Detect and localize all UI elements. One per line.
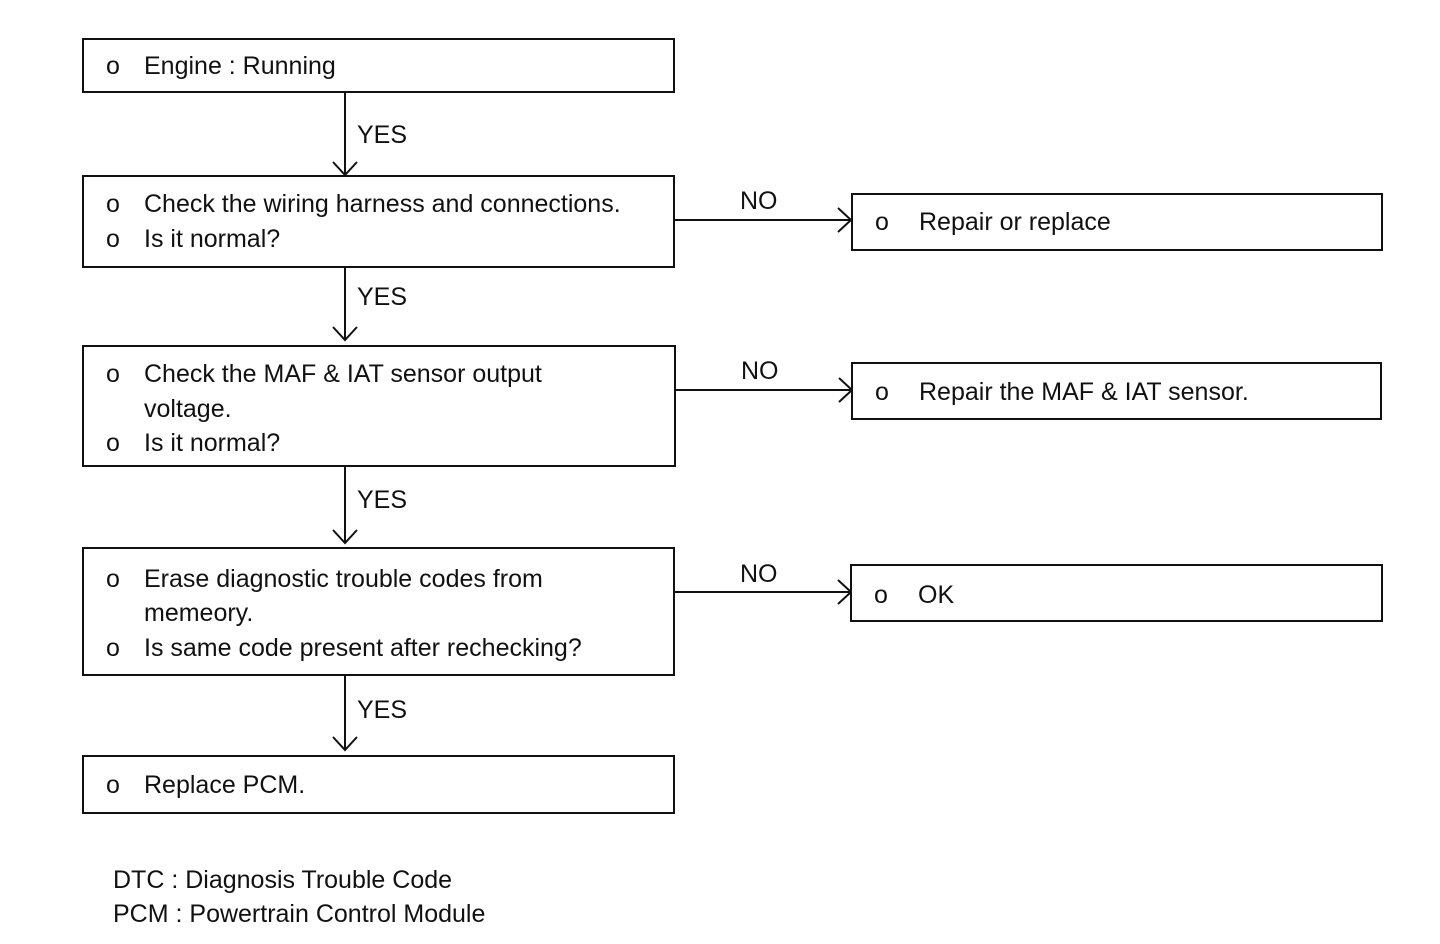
step-replace-pcm: o Replace PCM. [82,755,675,814]
outcome-ok: o OK [850,564,1383,622]
step-question: Is it normal? [144,225,281,253]
step-text: Check the MAF & IAT sensor output [144,360,542,388]
bullet-marker: o [106,225,120,253]
no-label-2: NO [741,357,779,385]
step-text: Engine : Running [144,52,336,80]
bullet-marker: o [106,634,120,662]
bullet-marker: o [106,360,120,388]
outcome-text: Repair the MAF & IAT sensor. [919,378,1249,406]
step-engine-running: o Engine : Running [82,38,675,93]
no-label-1: NO [740,187,778,215]
outcome-repair-sensor: o Repair the MAF & IAT sensor. [851,362,1382,420]
step-question: Is it normal? [144,429,281,457]
bullet-marker: o [875,208,889,236]
step-text: Replace PCM. [144,771,306,799]
step-text-continued: memeory. [144,599,254,627]
legend-pcm: PCM : Powertrain Control Module [113,900,486,928]
outcome-text: Repair or replace [919,208,1111,236]
no-label-3: NO [740,560,778,588]
step-check-wiring: o Check the wiring harness and connectio… [82,175,675,268]
step-check-sensor-voltage: o Check the MAF & IAT sensor output volt… [82,345,676,467]
bullet-marker: o [106,771,120,799]
yes-label-4: YES [357,696,408,724]
yes-arrowhead-4 [332,736,358,752]
bullet-marker: o [874,581,888,609]
bullet-marker: o [106,52,120,80]
step-text-continued: voltage. [144,395,232,423]
legend-dtc: DTC : Diagnosis Trouble Code [113,866,453,894]
yes-arrowhead-2 [332,326,358,342]
bullet-marker: o [106,565,120,593]
bullet-marker: o [875,378,889,406]
bullet-marker: o [106,429,120,457]
step-question: Is same code present after rechecking? [144,634,582,662]
yes-label-2: YES [357,283,408,311]
yes-label-1: YES [357,121,408,149]
outcome-repair-or-replace: o Repair or replace [851,193,1383,251]
yes-label-3: YES [357,486,408,514]
step-text: Erase diagnostic trouble codes from [144,565,543,593]
step-text: Check the wiring harness and connections… [144,190,621,218]
yes-arrowhead-3 [332,529,358,545]
bullet-marker: o [106,190,120,218]
step-erase-codes: o Erase diagnostic trouble codes from me… [82,547,675,676]
outcome-text: OK [918,581,955,609]
